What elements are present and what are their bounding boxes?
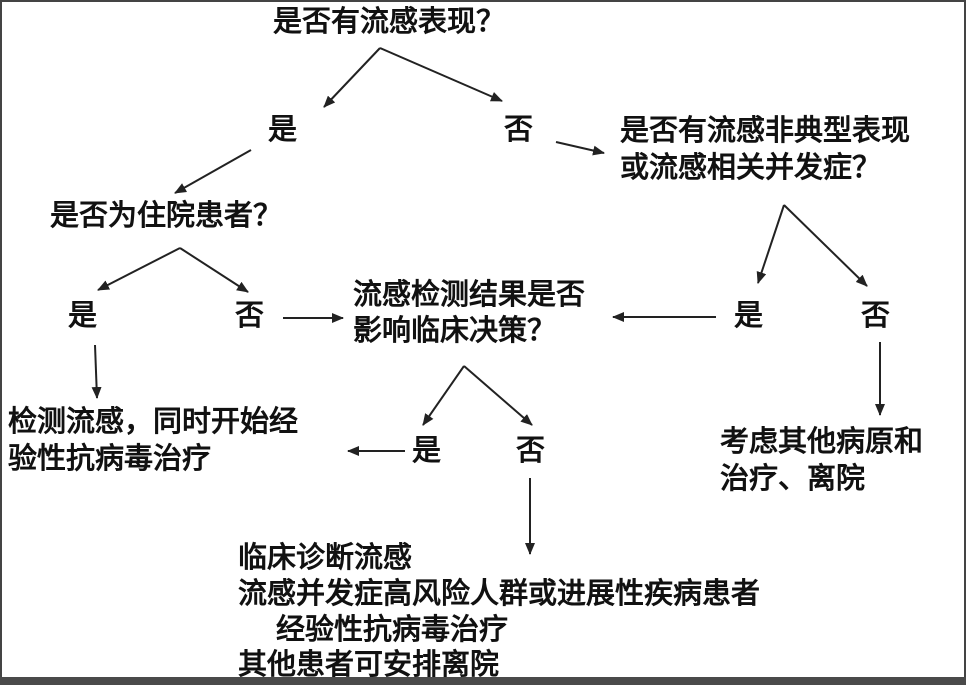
arrow-yes1-to-inpatient — [174, 149, 252, 194]
arrow-yes2-to-action — [91, 344, 102, 399]
label-no-4: 否 — [861, 298, 891, 332]
label-yes-4: 是 — [734, 298, 764, 332]
arrow-flu-to-yes — [323, 47, 381, 108]
action-test-line1: 检测流感，同时开始经 — [8, 404, 299, 438]
clinical-line2: 流感并发症高风险人群或进展性疾病患者 — [238, 576, 761, 610]
question-test-affects-line2: 影响临床决策？ — [353, 313, 557, 347]
clinical-line4: 其他患者可安排离院 — [238, 647, 500, 681]
clinical-line1: 临床诊断流感 — [238, 540, 413, 574]
arrow-atypical-to-no — [783, 204, 868, 287]
arrow-atypical-to-yes — [756, 204, 785, 284]
label-no-3: 否 — [516, 433, 546, 467]
label-yes-1: 是 — [268, 112, 298, 146]
clinical-line3: 经验性抗病毒治疗 — [276, 612, 509, 646]
action-test-line2: 验性抗病毒治疗 — [8, 441, 212, 475]
bottom-border-bar — [0, 677, 966, 685]
question-flu-symptoms: 是否有流感表现？ — [273, 4, 506, 38]
action-other-line1: 考虑其他病原和 — [720, 424, 924, 458]
question-atypical-line2: 或流感相关并发症？ — [620, 150, 882, 184]
arrow-no1-to-atypical — [555, 141, 605, 156]
label-no-2: 否 — [235, 298, 265, 332]
arrow-test-to-no — [463, 365, 533, 426]
question-inpatient: 是否为住院患者？ — [50, 198, 283, 232]
arrow-flu-to-no — [379, 47, 503, 102]
question-test-affects-line1: 流感检测结果是否 — [353, 277, 586, 311]
arrow-inpatient-to-yes — [97, 247, 181, 291]
label-yes-3: 是 — [412, 433, 442, 467]
label-yes-2: 是 — [68, 298, 98, 332]
action-other-line2: 治疗、离院 — [720, 461, 866, 495]
arrow-test-to-yes — [422, 365, 465, 426]
arrow-inpatient-to-no — [179, 247, 249, 293]
question-atypical-line1: 是否有流感非典型表现 — [620, 113, 911, 147]
label-no-1: 否 — [504, 112, 534, 146]
